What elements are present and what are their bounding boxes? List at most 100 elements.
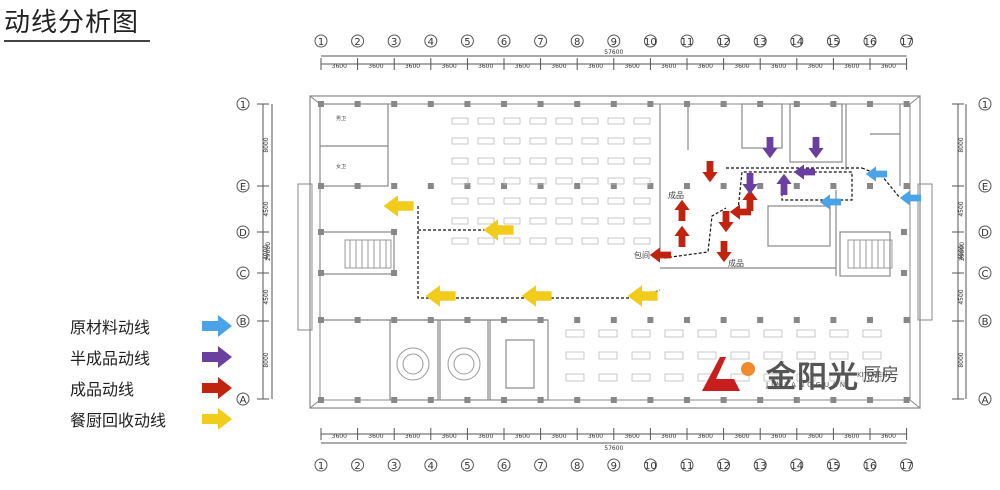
- dimension-label: 3600: [661, 63, 676, 70]
- dining-table: [451, 197, 469, 205]
- page-title: 动线分析图: [4, 8, 140, 38]
- title-underline: [4, 40, 150, 42]
- flow-arrow: [776, 173, 792, 196]
- dimension-label: 3600: [515, 433, 530, 440]
- column: [354, 101, 361, 107]
- grid-column-label: 8: [574, 37, 580, 48]
- grid-bubble: [826, 34, 840, 48]
- grid-bubble: [607, 458, 621, 472]
- column: [318, 397, 324, 403]
- dining-table: [503, 197, 521, 205]
- grid-column-label: 7: [537, 461, 543, 472]
- dining-tables: [451, 117, 882, 382]
- dining-table: [763, 351, 783, 360]
- column: [391, 317, 398, 323]
- grid-bubble: [790, 34, 804, 48]
- brand-kitchen: KITCHEN: [857, 371, 888, 379]
- column: [867, 183, 873, 189]
- grid-bubble: [534, 34, 548, 48]
- dimension-label: 4500: [958, 201, 965, 216]
- room-label-wc-1: 男卫: [336, 116, 346, 122]
- dining-table: [664, 329, 684, 338]
- grid-bubble: [978, 225, 992, 239]
- dining-table: [633, 217, 651, 225]
- grid-bubble: [753, 34, 767, 48]
- grid-row-label: B: [982, 317, 989, 328]
- dining-table: [451, 117, 469, 125]
- column: [537, 317, 544, 323]
- dining-table: [697, 329, 717, 338]
- dining-table: [607, 237, 625, 245]
- grid-bubble: [236, 225, 250, 239]
- dining-table: [529, 197, 547, 205]
- dimension-label: 3600: [441, 433, 456, 440]
- column: [537, 101, 544, 107]
- dining-table: [581, 137, 599, 145]
- dining-table: [555, 217, 573, 225]
- legend-label: 原材料动线: [70, 317, 151, 337]
- grid-bubble: [236, 97, 250, 111]
- grid-column-label: 9: [611, 461, 617, 472]
- dining-table: [730, 373, 750, 382]
- grid-row-label: D: [239, 228, 247, 239]
- dimension-label: 8000: [958, 352, 965, 367]
- dimension-label: 8000: [263, 137, 270, 152]
- column: [610, 183, 617, 189]
- dining-table: [607, 197, 625, 205]
- dimension-label: 3600: [588, 433, 603, 440]
- total-dimension-label: 29000: [265, 242, 272, 261]
- grid-bubble: [387, 34, 401, 48]
- dimension-label: 3600: [332, 63, 347, 70]
- column: [464, 397, 471, 403]
- dining-table: [633, 117, 651, 125]
- grid-row-label: 1: [240, 100, 246, 111]
- grid-bubble: [534, 458, 548, 472]
- column: [391, 229, 397, 235]
- dining-table: [631, 329, 651, 338]
- flow-arrow: [483, 219, 514, 241]
- flow-arrow: [793, 164, 816, 180]
- dining-table: [633, 197, 651, 205]
- dining-table: [598, 373, 618, 382]
- grid-bubble: [978, 179, 992, 193]
- column: [391, 101, 398, 107]
- dining-table: [477, 177, 495, 185]
- grid-bubble: [460, 458, 474, 472]
- flow-arrow: [674, 225, 690, 248]
- grid-row-label: 1: [982, 100, 988, 111]
- dining-table: [581, 157, 599, 165]
- room-labels: 男卫 女卫 成品 成品 包间: [336, 116, 744, 268]
- dining-table: [730, 351, 750, 360]
- grid-column-label: 14: [790, 37, 803, 48]
- dining-table: [555, 137, 573, 145]
- arrow-right-icon: [202, 314, 232, 337]
- interior-walls: [319, 103, 901, 401]
- grid-column-label: 13: [754, 37, 767, 48]
- column: [391, 183, 398, 189]
- dimension-label: 3600: [661, 433, 676, 440]
- dining-table: [664, 351, 684, 360]
- grid-column-label: 1: [318, 461, 324, 472]
- round-tables: [396, 347, 481, 381]
- column: [610, 101, 617, 107]
- grid-bubble: [680, 458, 694, 472]
- dining-table: [555, 157, 573, 165]
- dining-table: [633, 157, 651, 165]
- dining-table: [555, 237, 573, 245]
- legend-label: 餐厨回收动线: [70, 410, 167, 430]
- flow-arrows: [383, 136, 922, 307]
- column: [720, 397, 727, 403]
- grid-bubble: [978, 266, 992, 280]
- dining-table: [503, 177, 521, 185]
- column: [318, 270, 324, 276]
- grid-bubble: [497, 34, 511, 48]
- dining-table: [763, 373, 783, 382]
- column: [574, 397, 581, 403]
- column: [354, 183, 361, 189]
- grid-bubble: [236, 392, 250, 406]
- dimension-label: 3600: [807, 63, 822, 70]
- dining-table: [598, 351, 618, 360]
- arrow-right-icon: [202, 345, 232, 368]
- dining-table: [633, 237, 651, 245]
- dimension-label: 3600: [771, 63, 786, 70]
